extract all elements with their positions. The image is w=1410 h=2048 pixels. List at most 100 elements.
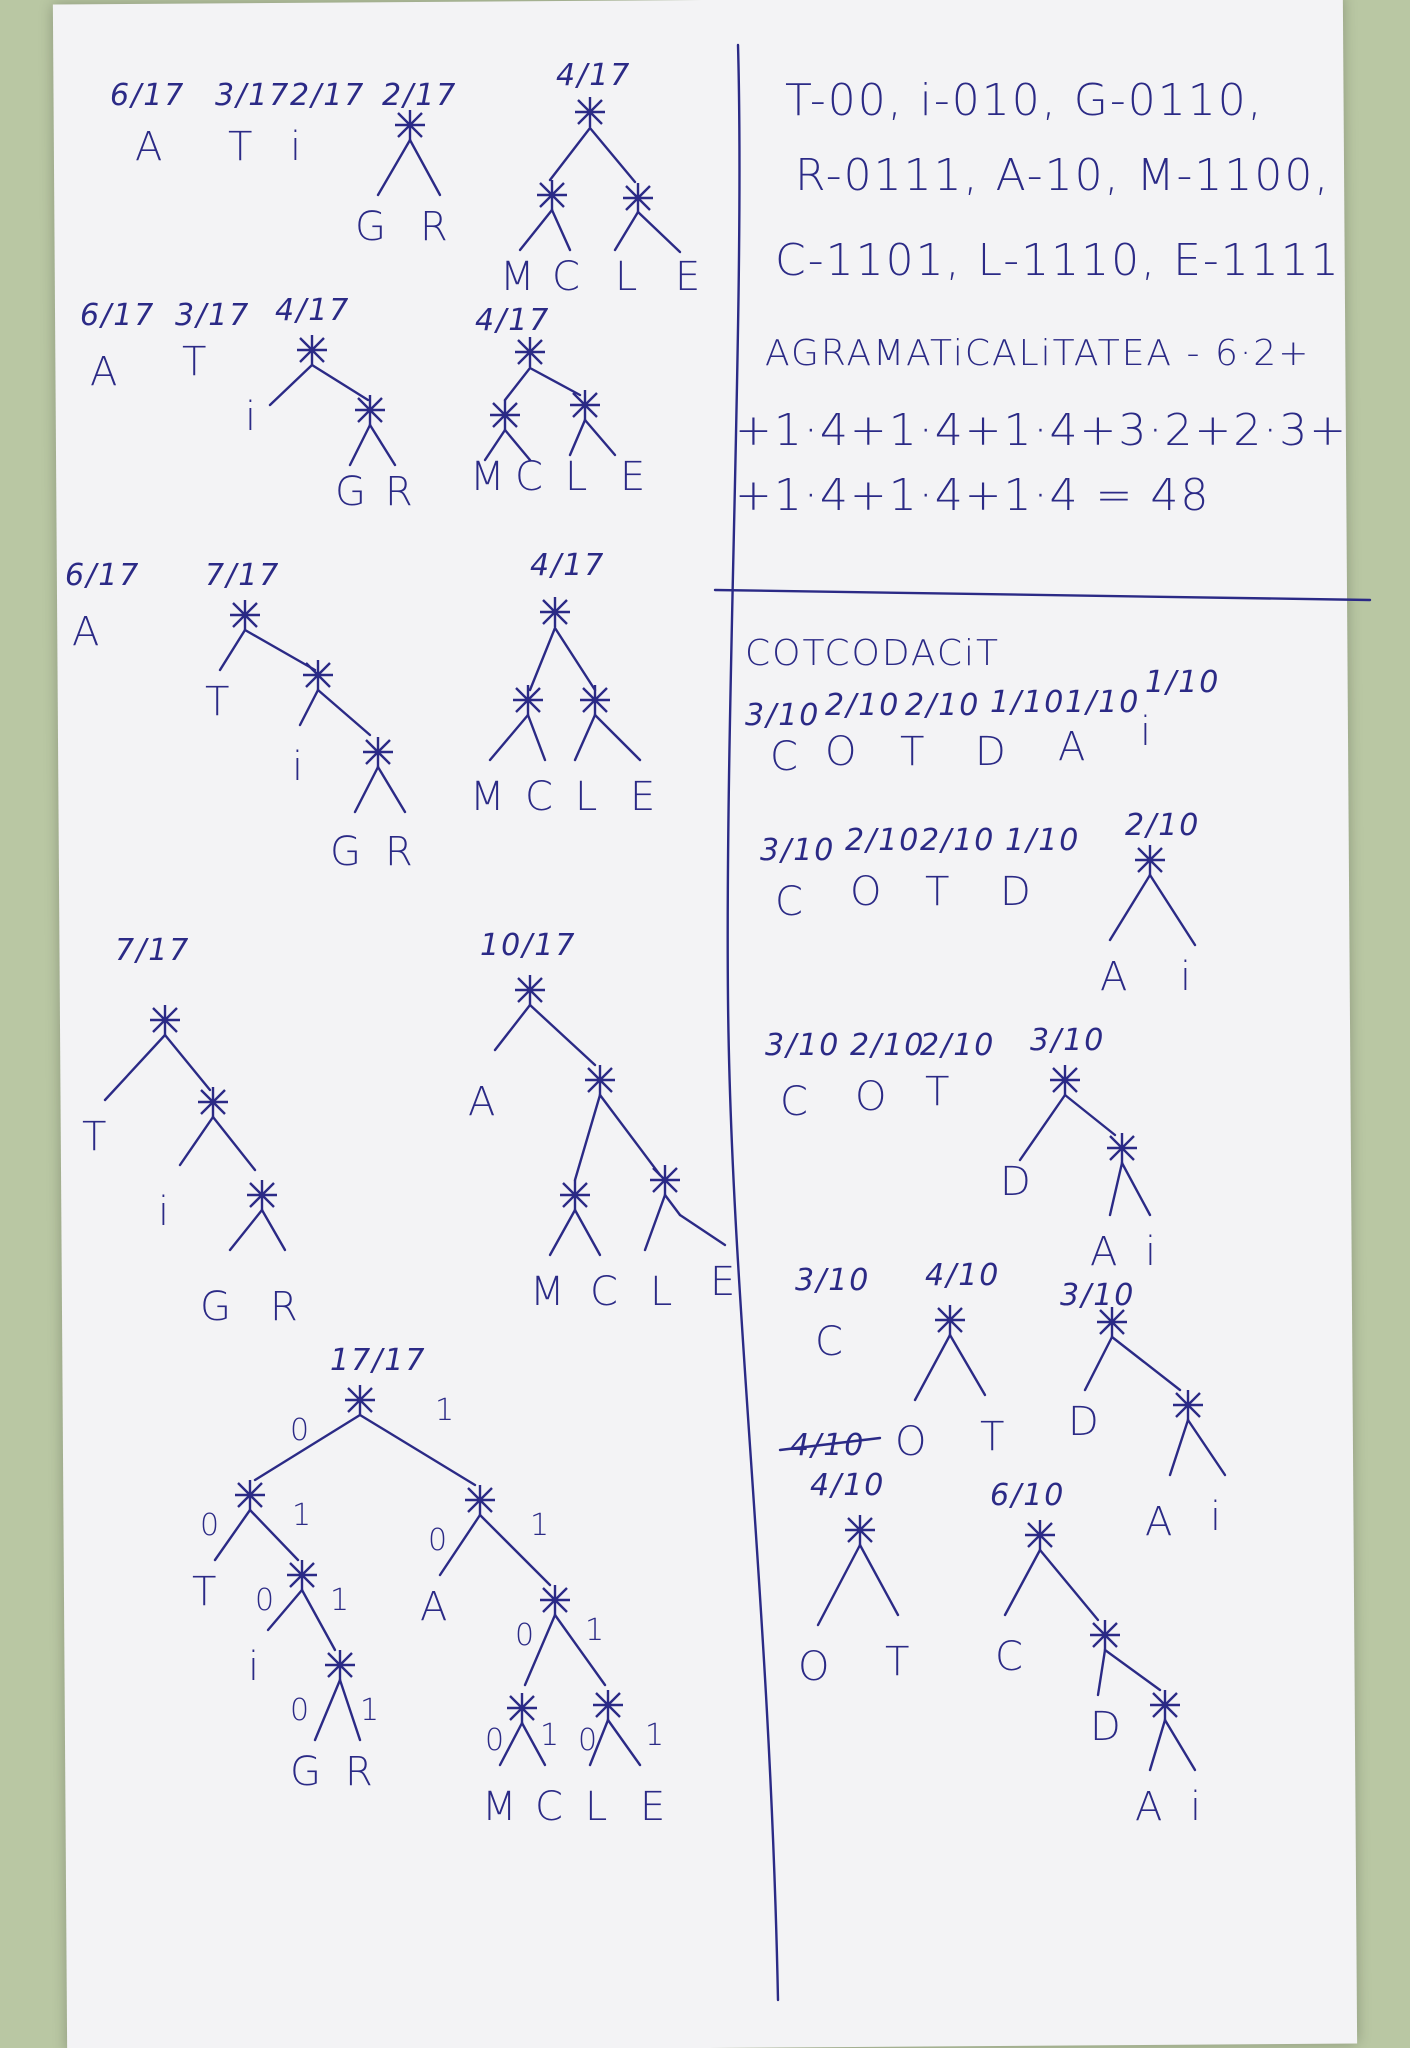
leaf-label: C xyxy=(995,1634,1025,1680)
tree-node xyxy=(196,1085,230,1119)
tree-node xyxy=(463,1483,497,1517)
edge-label: 1 xyxy=(330,1583,351,1618)
leaf-label: L xyxy=(585,1784,609,1830)
leaf-label: A xyxy=(90,349,119,395)
final-huffman-tree: 17/17 0 1 0 1 T 0 1 i 0 1 G R 0 1 A xyxy=(192,1343,666,1830)
right-step-e: 4/10 4/10 6/10 O T C D A i xyxy=(778,1428,1201,1830)
encoded-word: COTCODACiT xyxy=(745,633,1000,674)
edge-label: 0 xyxy=(290,1693,311,1728)
leaf-label: C xyxy=(525,774,555,820)
leaf-label: L xyxy=(575,774,599,820)
code-table: T-00, i-010, G-0110, R-0111, A-10, M-110… xyxy=(775,75,1339,286)
tree-node xyxy=(301,658,335,692)
tree-node xyxy=(578,683,612,717)
leaf-label: i xyxy=(158,1189,171,1235)
tree-node xyxy=(513,335,547,369)
tree-node xyxy=(1171,1388,1205,1422)
weight: 1/10 xyxy=(1065,685,1140,720)
leaf-label: E xyxy=(620,454,647,500)
leaf-label: i xyxy=(290,124,303,170)
tree-node xyxy=(535,178,569,212)
leaf-label: T xyxy=(182,339,208,385)
weight: 3/10 xyxy=(745,698,820,733)
tree-node xyxy=(573,95,607,129)
leaf-label: A xyxy=(1135,1784,1164,1830)
tree-node xyxy=(228,598,262,632)
weight: 7/17 xyxy=(205,558,280,593)
left-step-1: 6/17 3/17 2/17 2/17 4/17 A T i G R M C L… xyxy=(110,58,700,300)
leaf-label: L xyxy=(650,1269,674,1315)
weight: 1/10 xyxy=(1145,665,1220,700)
edge-label: 1 xyxy=(645,1718,666,1753)
leaf-label: i xyxy=(1180,954,1193,1000)
right-step-b: 3/10 2/10 2/10 1/10 2/10 C O T D A i xyxy=(760,808,1198,1000)
leaf-label: L xyxy=(565,454,589,500)
weight: 3/17 xyxy=(175,298,250,333)
weight: 3/10 xyxy=(1030,1023,1105,1058)
leaf-label: i xyxy=(248,1644,261,1690)
edge-label: 0 xyxy=(428,1523,449,1558)
tree-node xyxy=(361,735,395,769)
leaf-label: C xyxy=(815,1319,845,1365)
edge-label: 0 xyxy=(290,1413,311,1448)
leaf-label: C xyxy=(535,1784,565,1830)
leaf-label: A xyxy=(1100,954,1129,1000)
weight: 6/10 xyxy=(990,1478,1065,1513)
leaf-label: C xyxy=(775,879,805,925)
weight: 2/17 xyxy=(290,78,365,113)
edge-label: 1 xyxy=(530,1508,551,1543)
leaf-label: A xyxy=(1145,1499,1174,1545)
weight: 2/10 xyxy=(825,688,900,723)
edge-label: 1 xyxy=(435,1393,456,1428)
weight: 2/10 xyxy=(905,688,980,723)
weight: 4/10 xyxy=(925,1258,1000,1293)
edge-label: 1 xyxy=(292,1498,313,1533)
right-step-a: 3/10 2/10 2/10 1/10 1/10 1/10 C O T D A … xyxy=(745,665,1220,780)
tree-node xyxy=(511,683,545,717)
tree-node xyxy=(583,1063,617,1097)
edge-label: 1 xyxy=(585,1613,606,1648)
leaf-label: O xyxy=(798,1644,831,1690)
leaf-label: T xyxy=(980,1414,1006,1460)
leaf-label: M xyxy=(482,1784,519,1830)
leaf-label: D xyxy=(975,729,1008,775)
leaf-label: T xyxy=(925,869,951,915)
tree-node xyxy=(323,1648,357,1682)
leaf-label: R xyxy=(385,829,415,875)
cost-calculation: AGRAMATiCALiTATEA - 6·2+ +1·4+1·4+1·4+3·… xyxy=(735,333,1348,521)
leaf-label: i xyxy=(1145,1229,1158,1275)
sum-line: +1·4+1·4+1·4+3·2+2·3+ xyxy=(735,405,1348,456)
sum-line: AGRAMATiCALiTATEA - 6·2+ xyxy=(765,333,1310,374)
weight: 2/17 xyxy=(382,78,457,113)
weight: 3/10 xyxy=(1060,1278,1135,1313)
weight: 6/17 xyxy=(110,78,185,113)
right-step-d: 3/10 4/10 3/10 C O T D A i xyxy=(795,1258,1227,1545)
weight: 1/10 xyxy=(1005,823,1080,858)
right-step-c: 3/10 2/10 2/10 3/10 C O T D A i xyxy=(765,1023,1158,1275)
left-step-3: 6/17 7/17 4/17 A T i G R M C L E xyxy=(65,548,655,875)
leaf-label: C xyxy=(770,734,800,780)
edge-label: 1 xyxy=(540,1718,561,1753)
horizontal-divider xyxy=(713,588,1372,602)
leaf-label: O xyxy=(825,729,858,775)
leaf-label: G xyxy=(200,1284,233,1330)
leaf-label: i xyxy=(245,394,258,440)
leaf-label: A xyxy=(135,124,164,170)
edge-label: 0 xyxy=(200,1508,221,1543)
leaf-label: A xyxy=(420,1584,449,1630)
leaf-label: i xyxy=(292,744,305,790)
tree-node xyxy=(1023,1518,1057,1552)
leaf-label: C xyxy=(590,1269,620,1315)
leaf-label: T xyxy=(192,1569,218,1615)
leaf-label: L xyxy=(615,254,639,300)
weight: 7/17 xyxy=(115,933,190,968)
tree-node xyxy=(245,1178,279,1212)
weight: 2/10 xyxy=(845,823,920,858)
left-step-4: 7/17 10/17 T i G R A M C L E xyxy=(82,928,735,1330)
leaf-label: G xyxy=(290,1749,323,1795)
tree-node xyxy=(1105,1131,1139,1165)
leaf-label: i xyxy=(1140,709,1153,755)
leaf-label: M xyxy=(500,254,537,300)
leaf-label: T xyxy=(228,124,254,170)
